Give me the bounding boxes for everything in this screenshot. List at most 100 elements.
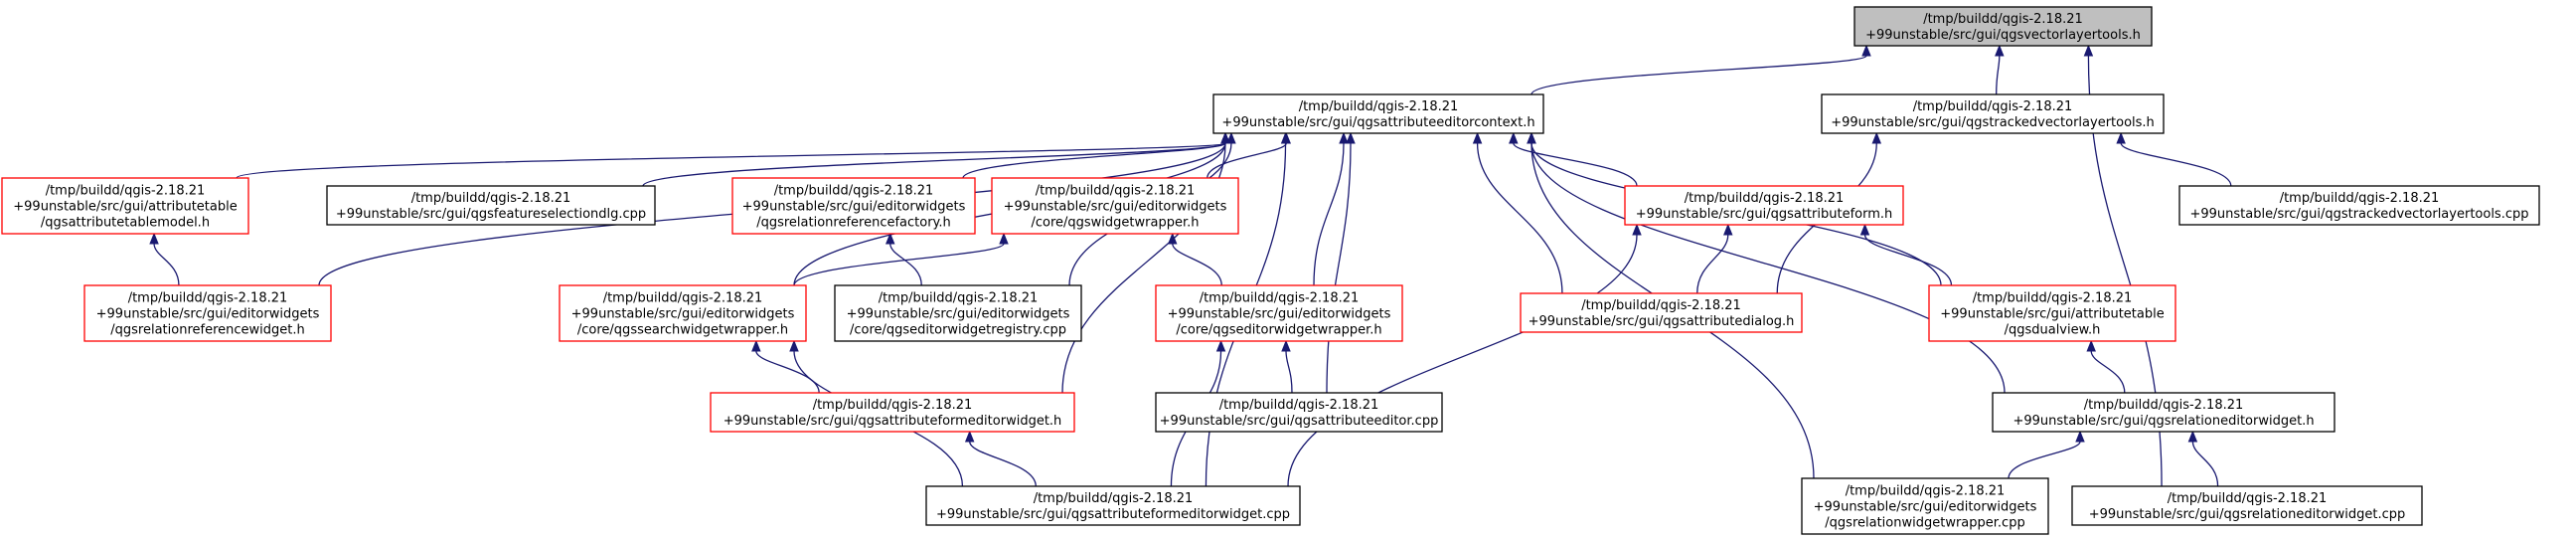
edge-line — [2120, 142, 2232, 187]
file-node[interactable]: /tmp/buildd/qgis-2.18.21+99unstable/src/… — [1992, 392, 2335, 433]
edge-arrowhead — [1215, 339, 1226, 352]
node-box — [731, 177, 976, 235]
file-node[interactable]: /tmp/buildd/qgis-2.18.21+99unstable/src/… — [1, 177, 249, 235]
node-label-line: /tmp/buildd/qgis-2.18.21 — [774, 184, 934, 199]
node-box — [1821, 93, 2165, 134]
node-label-line: /tmp/buildd/qgis-2.18.21 — [46, 184, 206, 199]
node-box — [834, 284, 1082, 342]
file-node[interactable]: /tmp/buildd/qgis-2.18.21+99unstable/src/… — [834, 284, 1082, 342]
node-label-line: /core/qgseditorwidgetregistry.cpp — [850, 323, 1066, 338]
file-node[interactable]: /tmp/buildd/qgis-2.18.21+99unstable/src/… — [991, 177, 1239, 235]
edge-arrowhead — [999, 232, 1009, 245]
edge-line — [969, 441, 1037, 487]
edge-line — [2008, 441, 2081, 479]
edge-arrowhead — [789, 339, 799, 352]
node-label-line: /tmp/buildd/qgis-2.18.21 — [1923, 12, 2083, 27]
node-label-line: +99unstable/src/gui/editorwidgets — [1004, 200, 1227, 215]
dependency-edge — [1472, 131, 1563, 294]
edge-line — [793, 243, 1005, 286]
node-label-line: +99unstable/src/gui/attributetable — [13, 200, 237, 215]
dependency-edge — [1061, 131, 1230, 394]
file-node[interactable]: /tmp/buildd/qgis-2.18.21+99unstable/src/… — [326, 185, 656, 226]
edge-line — [153, 243, 180, 286]
edge-arrowhead — [1861, 44, 1871, 57]
file-node[interactable]: /tmp/buildd/qgis-2.18.21+99unstable/src/… — [83, 284, 332, 342]
node-box — [710, 392, 1075, 433]
file-node[interactable]: /tmp/buildd/qgis-2.18.21+99unstable/src/… — [731, 177, 976, 235]
file-node[interactable]: /tmp/buildd/qgis-2.18.21+99unstable/src/… — [1155, 392, 1443, 433]
file-node[interactable]: /tmp/buildd/qgis-2.18.21+99unstable/src/… — [1801, 477, 2049, 535]
edge-arrowhead — [1995, 44, 2005, 57]
dependency-edge — [1995, 44, 2005, 95]
node-label-line: +99unstable/src/gui/attributetable — [1940, 307, 2164, 322]
node-label-line: /qgsrelationwidgetwrapper.cpp — [1825, 516, 2024, 531]
edge-arrowhead — [2083, 44, 2094, 57]
node-label-line: /tmp/buildd/qgis-2.18.21 — [1973, 291, 2133, 306]
node-label-line: +99unstable/src/gui/qgsattributeformedit… — [724, 414, 1062, 429]
edge-line — [1476, 142, 1563, 294]
dependency-edge — [1527, 131, 2006, 394]
dependency-edge — [1287, 223, 1642, 487]
dependency-edge — [1530, 44, 1871, 95]
edge-arrowhead — [886, 232, 895, 245]
node-label-line: /tmp/buildd/qgis-2.18.21 — [1685, 191, 1845, 206]
dependency-edge — [1313, 131, 1349, 286]
node-label-line: /tmp/buildd/qgis-2.18.21 — [2168, 491, 2328, 506]
edge-line — [755, 350, 820, 394]
node-label-line: /tmp/buildd/qgis-2.18.21 — [2280, 191, 2440, 206]
edge-arrowhead — [1346, 131, 1356, 144]
node-label-line: /tmp/buildd/qgis-2.18.21 — [603, 291, 763, 306]
edge-arrowhead — [2086, 339, 2096, 352]
file-node[interactable]: /tmp/buildd/qgis-2.18.21+99unstable/src/… — [1928, 284, 2176, 342]
edge-line — [889, 243, 922, 286]
dependency-edge — [1696, 223, 1733, 294]
node-box — [925, 485, 1301, 526]
node-label-line: /tmp/buildd/qgis-2.18.21 — [1034, 491, 1194, 506]
edge-arrowhead — [1859, 223, 1870, 236]
edge-arrowhead — [964, 430, 975, 443]
file-node[interactable]: /tmp/buildd/qgis-2.18.21+99unstable/src/… — [1624, 185, 1904, 226]
node-label-line: +99unstable/src/gui/editorwidgets — [847, 307, 1070, 322]
dependency-edge — [2187, 430, 2219, 487]
node-label-line: /tmp/buildd/qgis-2.18.21 — [1036, 184, 1196, 199]
node-label-line: /qgsdualview.h — [2005, 323, 2101, 338]
edge-arrowhead — [2187, 430, 2198, 443]
file-node[interactable]: /tmp/buildd/qgis-2.18.21+99unstable/src/… — [2178, 185, 2540, 226]
node-label-line: +99unstable/src/gui/qgsattributedialog.h — [1529, 314, 1795, 329]
edge-arrowhead — [1280, 131, 1291, 144]
file-node[interactable]: /tmp/buildd/qgis-2.18.21+99unstable/src/… — [559, 284, 807, 342]
node-box — [1155, 284, 1403, 342]
node-box — [2071, 485, 2423, 526]
node-label-line: +99unstable/src/gui/qgsrelationeditorwid… — [2012, 414, 2314, 429]
file-node[interactable]: /tmp/buildd/qgis-2.18.21+99unstable/src/… — [710, 392, 1075, 433]
node-box — [1155, 392, 1443, 433]
edge-line — [2090, 350, 2126, 394]
node-box — [1624, 185, 1904, 226]
dependency-edge — [751, 339, 820, 394]
node-box — [326, 185, 656, 226]
edge-line — [1287, 234, 1638, 487]
file-node[interactable]: /tmp/buildd/qgis-2.18.21+99unstable/src/… — [1155, 284, 1403, 342]
edge-arrowhead — [1168, 232, 1178, 245]
edge-line — [2191, 441, 2219, 487]
file-node[interactable]: /tmp/buildd/qgis-2.18.21+99unstable/src/… — [1520, 292, 1803, 333]
edge-line — [1172, 243, 1222, 286]
edge-arrowhead — [1723, 223, 1733, 236]
edge-arrowhead — [1220, 131, 1230, 144]
file-node[interactable]: /tmp/buildd/qgis-2.18.21+99unstable/src/… — [1212, 93, 1544, 134]
edge-arrowhead — [1339, 131, 1349, 144]
node-label-line: /qgsrelationreferencewidget.h — [110, 323, 304, 338]
file-node[interactable]: /tmp/buildd/qgis-2.18.21+99unstable/src/… — [1821, 93, 2165, 134]
edge-arrowhead — [2116, 131, 2126, 144]
file-node[interactable]: /tmp/buildd/qgis-2.18.21+99unstable/src/… — [2071, 485, 2423, 526]
node-box — [2178, 185, 2540, 226]
edge-arrowhead — [1632, 223, 1642, 236]
file-node[interactable]: /tmp/buildd/qgis-2.18.21+99unstable/src/… — [1853, 6, 2153, 47]
node-label-line: /tmp/buildd/qgis-2.18.21 — [1200, 291, 1360, 306]
node-label-line: /tmp/buildd/qgis-2.18.21 — [879, 291, 1039, 306]
file-node[interactable]: /tmp/buildd/qgis-2.18.21+99unstable/src/… — [925, 485, 1301, 526]
dependency-edge — [149, 232, 180, 286]
dependency-edge — [1281, 339, 1293, 394]
edge-line — [1863, 234, 1953, 286]
node-box — [1520, 292, 1803, 333]
